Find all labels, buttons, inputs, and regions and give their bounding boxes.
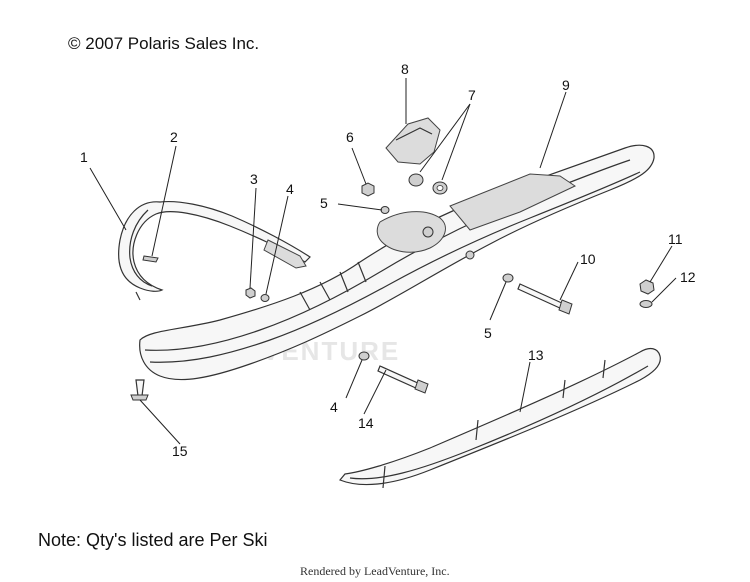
callout-4-upper: 4 xyxy=(286,181,294,197)
quantity-note: Note: Qty's listed are Per Ski xyxy=(38,530,268,550)
callout-13: 13 xyxy=(528,347,544,363)
callout-10: 10 xyxy=(580,251,596,267)
callout-5-lower: 5 xyxy=(484,325,492,341)
callout-3: 3 xyxy=(250,171,258,187)
carbide-runner-part xyxy=(339,347,661,489)
ski-pad-part xyxy=(385,117,441,165)
bolt-part-10 xyxy=(517,283,573,315)
callout-14: 14 xyxy=(358,415,374,431)
callout-7: 7 xyxy=(468,87,476,103)
stud-part-15 xyxy=(130,379,149,401)
callout-1: 1 xyxy=(80,149,88,165)
rendered-by-credit: Rendered by LeadVenture, Inc. xyxy=(300,564,450,578)
small-hardware-parts xyxy=(245,287,370,361)
copyright-text: © 2007 Polaris Sales Inc. xyxy=(68,34,260,53)
callout-labels: 1 2 3 4 4 5 5 6 7 8 9 10 11 12 13 14 15 xyxy=(80,61,696,459)
clip-part xyxy=(142,255,159,263)
ski-body-part xyxy=(139,144,655,381)
nut-part-6 xyxy=(361,182,375,197)
callout-6: 6 xyxy=(346,129,354,145)
bushings-part xyxy=(408,173,448,195)
nut-washer-parts-11-12 xyxy=(639,279,655,308)
callout-2: 2 xyxy=(170,129,178,145)
callout-9: 9 xyxy=(562,77,570,93)
ski-handle-part xyxy=(118,200,311,301)
leader-lines xyxy=(89,78,677,445)
callout-4-lower: 4 xyxy=(330,399,338,415)
bolt-part-14 xyxy=(377,365,429,394)
callout-15: 15 xyxy=(172,443,188,459)
callout-8: 8 xyxy=(401,61,409,77)
callout-11: 11 xyxy=(668,231,683,247)
washer-parts-5 xyxy=(380,206,514,283)
callout-12: 12 xyxy=(680,269,696,285)
callout-5-upper: 5 xyxy=(320,195,328,211)
